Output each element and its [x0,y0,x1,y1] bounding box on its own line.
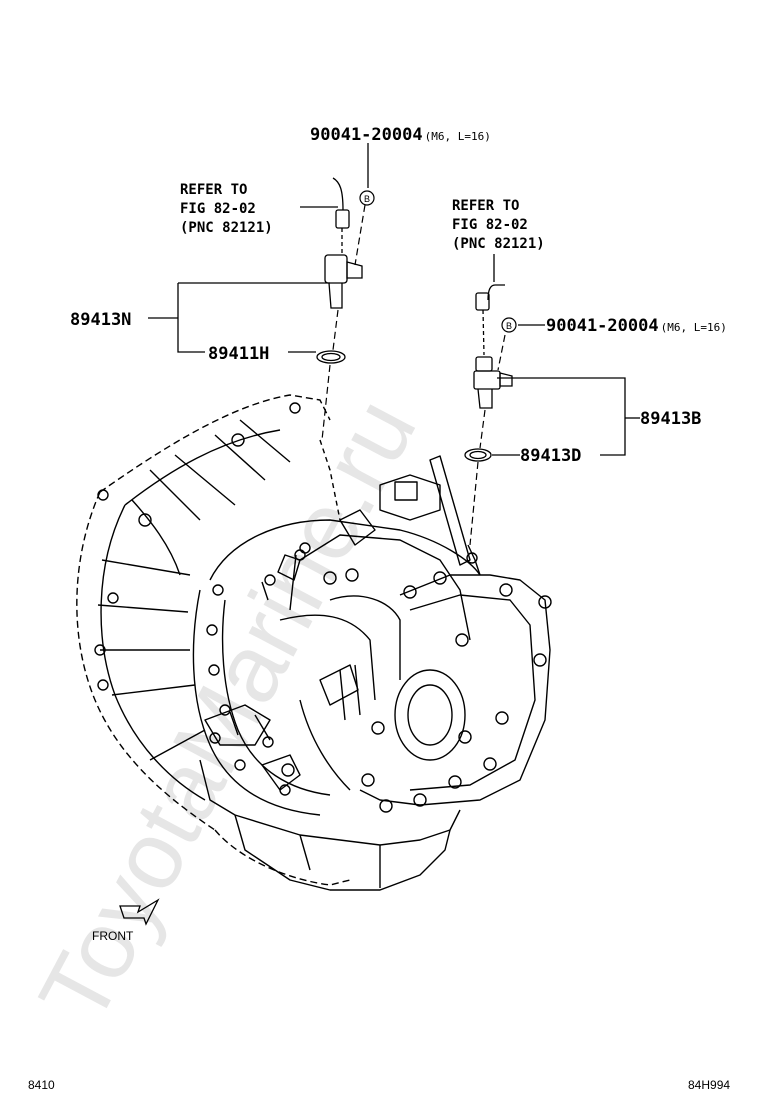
refer-left-line2: FIG 82-02 [180,201,256,217]
bolt-left-part-number: 90041-20004(M6, L=16) [310,125,491,145]
sensor-left-part-number: 89413N [70,310,131,330]
leader-lines [148,143,640,456]
speed-sensor-left [324,177,363,309]
footer-right-code: 84H994 [688,1078,730,1092]
bolt-marker-left-label: B [364,194,370,204]
refer-left-line3: (PNC 82121) [180,220,273,236]
sensor-right-part-number: 89413B [640,409,701,429]
bolt-marker-right: B [501,317,517,333]
oring-right-part-number: 89413D [520,446,581,466]
assembly-line-left [321,204,366,441]
o-ring-left [316,350,346,364]
refer-right-line1: REFER TO [452,198,519,214]
front-label: FRONT [92,929,134,943]
speed-sensor-right [473,284,513,409]
refer-left-line1: REFER TO [180,182,247,198]
bolt-marker-left: B [359,190,375,206]
refer-right-line3: (PNC 82121) [452,236,545,252]
assembly-line-right [469,334,506,546]
front-arrow-icon [119,898,160,926]
o-ring-right [464,448,492,462]
bolt-right-part-number: 90041-20004(M6, L=16) [546,316,727,336]
transmission-assembly [76,394,552,891]
oring-left-part-number: 89411H [208,344,269,364]
refer-right-line2: FIG 82-02 [452,217,528,233]
footer-left-code: 8410 [28,1078,55,1092]
bolt-marker-right-label: B [506,321,512,331]
